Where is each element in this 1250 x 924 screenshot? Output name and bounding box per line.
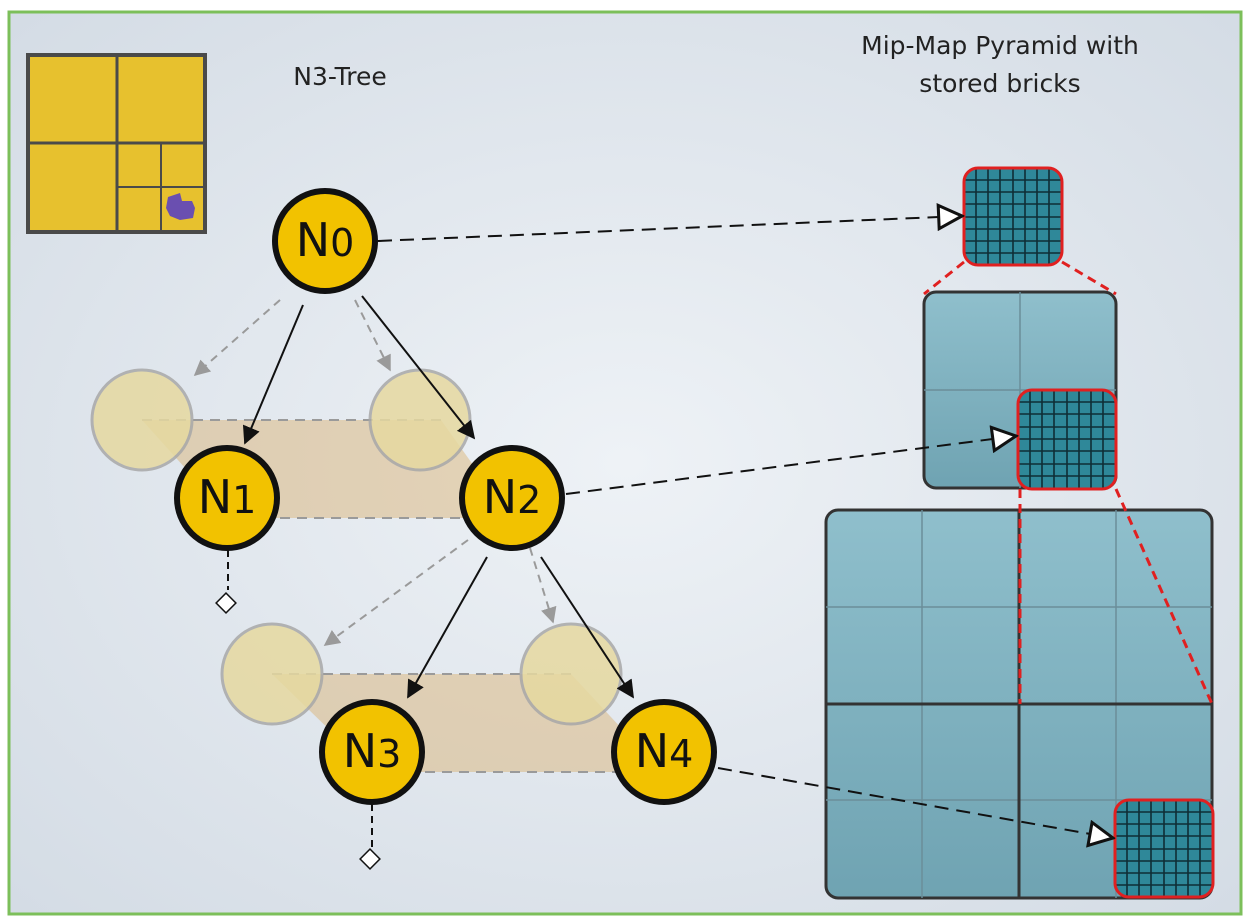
leaf-marker-icon <box>359 848 381 870</box>
tree-node-n1: N1 <box>174 445 280 551</box>
feature-blob-icon <box>166 193 195 220</box>
svg-text:N1: N1 <box>198 470 257 524</box>
zoom-connectors <box>923 260 1214 705</box>
mip-level-0 <box>962 166 1064 267</box>
ghost-node <box>519 622 623 726</box>
ghost-nodes <box>90 368 623 726</box>
leaf-marker-icon <box>215 592 237 614</box>
ghost-node <box>220 622 324 726</box>
mip-level-1 <box>922 290 1118 491</box>
ghost-node <box>368 368 472 472</box>
svg-text:N0: N0 <box>296 213 355 267</box>
pyramid-title-line2: stored bricks <box>919 69 1080 98</box>
svg-text:N2: N2 <box>483 470 542 524</box>
pyramid-title-line1: Mip-Map Pyramid with <box>861 31 1139 60</box>
svg-text:N3: N3 <box>343 724 402 778</box>
leaf-stubs <box>215 550 381 870</box>
brick-mapping-arrows <box>377 216 1113 838</box>
tree-edges <box>242 295 634 699</box>
tree-node-n3: N3 <box>319 699 425 805</box>
ghost-arrows <box>193 299 557 646</box>
tree-node-n4: N4 <box>611 699 717 805</box>
svg-text:N4: N4 <box>635 724 694 778</box>
stored-brick-highlight <box>1113 798 1215 899</box>
tree-node-n0: N0 <box>272 188 378 294</box>
tree-node-n2: N2 <box>459 445 565 551</box>
ghost-node <box>90 368 194 472</box>
tree-title: N3-Tree <box>293 62 386 91</box>
quadtree-thumbnail <box>26 53 207 234</box>
